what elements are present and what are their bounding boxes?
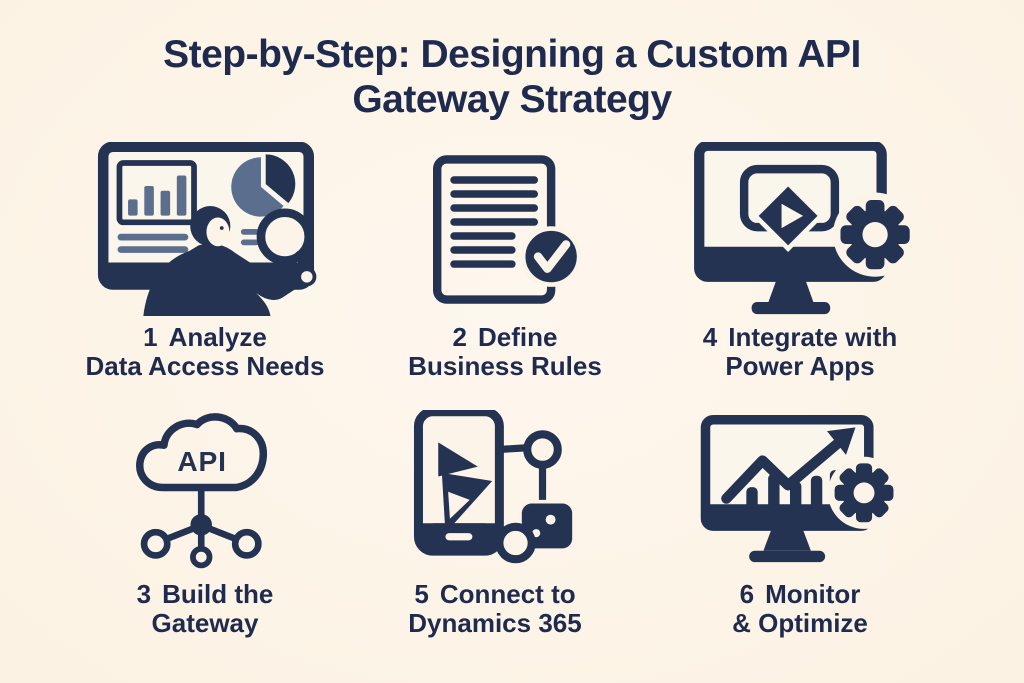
step-number: 2 [452, 322, 467, 352]
api-cloud-network-icon: API [136, 413, 268, 569]
page-title-line-2: Gateway Strategy [352, 78, 672, 121]
cloud-outline [136, 413, 268, 492]
gear-icon [832, 192, 913, 277]
step-label-line-2: & Optimize [732, 608, 868, 638]
right-node [232, 528, 263, 559]
hub-node [190, 514, 213, 536]
step-card-5-connect: 5 Connect to Dynamics 365 [340, 400, 650, 638]
phone-home-slot [445, 533, 473, 541]
step-number: 6 [739, 579, 755, 609]
pie-chart-glyph [230, 154, 295, 217]
step-6-icon-wrap [696, 400, 905, 580]
api-cloud-label: API [178, 446, 227, 477]
step-label-line-2: Data Access Needs [85, 351, 325, 381]
bottom-node [190, 545, 213, 569]
step-label-line-2: Power Apps [725, 351, 875, 381]
checkmark-badge-icon [520, 225, 582, 287]
monitor-growth-chart-gear-icon [700, 415, 900, 563]
trend-arrow-glyph [720, 427, 856, 504]
monitor-bezel [696, 246, 885, 280]
step-1-icon-wrap [86, 135, 325, 323]
connector-node-top [523, 430, 562, 469]
step-label-line-1: Build the [162, 579, 274, 609]
monitor-stand [768, 278, 814, 302]
analyst-person [142, 206, 316, 316]
network-nodes [141, 490, 263, 569]
step-caption: 5 Connect to Dynamics 365 [408, 580, 581, 638]
step-caption: 4 Integrate with Power Apps [703, 323, 897, 381]
step-card-2-define: 2 Define Business Rules [355, 135, 655, 381]
monitor-power-apps-gear-icon [693, 142, 913, 315]
bar-chart-glyph [116, 160, 197, 226]
step-label-line-2: Business Rules [408, 351, 602, 381]
step-card-3-build: API 3 Build the Gateway [55, 400, 355, 638]
step-number: 3 [136, 579, 152, 609]
monitor-base [748, 550, 825, 563]
step-card-6-monitor: 6 Monitor & Optimize [645, 400, 955, 638]
text-lines-glyph [117, 229, 259, 253]
step-2-icon-wrap [426, 135, 585, 323]
step-caption: 2 Define Business Rules [408, 323, 602, 381]
document-checkmark-icon [432, 154, 582, 304]
phone-dynamics-connector-icon [414, 410, 576, 564]
gear-icon [827, 456, 900, 529]
step-4-icon-wrap [688, 135, 913, 323]
step-label-line-1: Integrate with [728, 322, 898, 352]
step-3-icon-wrap: API [130, 400, 279, 580]
step-label-line-1: Connect to [439, 579, 576, 609]
left-node [141, 528, 172, 559]
dynamics-365-logo [438, 442, 493, 534]
monitor-base [751, 301, 830, 315]
step-caption: 1 Analyze Data Access Needs [86, 323, 325, 381]
step-caption: 6 Monitor & Optimize [732, 580, 868, 638]
step-number: 5 [414, 579, 429, 609]
step-number: 4 [702, 322, 718, 352]
analysis-dashboard-magnifier-icon [97, 142, 316, 316]
magnifier-icon [256, 208, 315, 279]
step-number: 1 [143, 322, 158, 352]
step-label-line-1: Monitor [765, 579, 861, 609]
step-card-1-analyze: 1 Analyze Data Access Needs [55, 135, 355, 381]
document-text-lines [449, 175, 538, 268]
page-title: Step-by-Step: Designing a Custom API Gat… [0, 32, 1024, 122]
connector-node-bottom [495, 522, 536, 564]
step-label-line-1: Analyze [168, 322, 267, 352]
page-title-line-1: Step-by-Step: Designing a Custom API [163, 33, 861, 76]
step-card-4-integrate: 4 Integrate with Power Apps [645, 135, 955, 381]
step-label-line-2: Dynamics 365 [408, 608, 582, 638]
step-label-line-1: Define [477, 322, 558, 352]
monitor-stand [762, 527, 811, 551]
step-label-line-2: Gateway [151, 608, 259, 638]
power-apps-icon [751, 179, 824, 252]
step-caption: 3 Build the Gateway [137, 580, 274, 638]
step-5-icon-wrap [396, 400, 594, 580]
connector-module [495, 499, 576, 564]
monitor-bezel [702, 504, 872, 529]
hand-glyph [296, 267, 316, 287]
